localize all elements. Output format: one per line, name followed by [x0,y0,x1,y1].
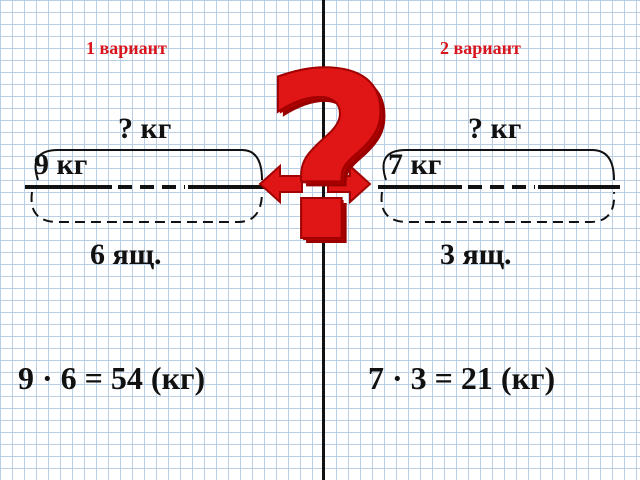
variant-2-segment-diagram [378,149,620,223]
variant-2-question: ? кг [468,112,522,145]
variant-1-boxes: 6 ящ. [90,238,162,271]
variant-2-boxes: 3 ящ. [440,238,512,271]
variant-1-segment-diagram [25,149,264,223]
variant-2-unit-value: 7 кг [388,148,442,181]
variant-2-top-brace [382,149,615,181]
right-arrow [327,163,372,205]
variant-1-unit-value: 9 кг [34,148,88,181]
variant-1-equation: 9 · 6 = 54 (кг) [18,360,206,396]
center-divider [322,0,325,480]
arrows-graphic [258,163,372,205]
variant-2-equation: 7 · 3 = 21 (кг) [368,360,556,396]
question-mark-icon: ? [261,26,396,293]
variant-1-bottom-brace [30,191,263,223]
left-arrow [258,163,303,205]
variant-2-bottom-brace [380,191,616,223]
variant-2-label: 2 вариант [440,38,521,58]
variant-1-top-brace [34,149,263,181]
variant-1-label: 1 вариант [86,38,167,58]
variant-1-question: ? кг [118,112,172,145]
